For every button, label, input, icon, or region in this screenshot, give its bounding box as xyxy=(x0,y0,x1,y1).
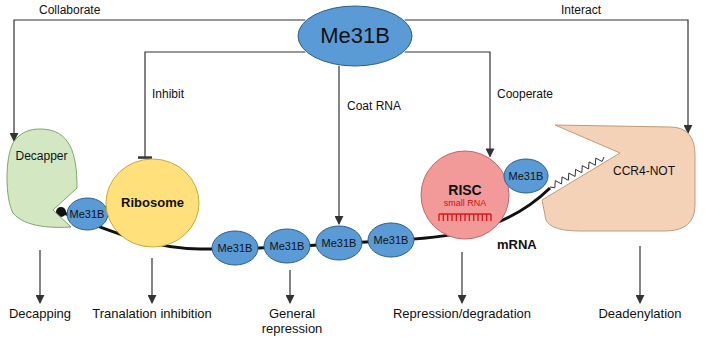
edge-label: Interact xyxy=(560,4,602,18)
node-label: Me31B xyxy=(374,234,409,247)
protein-blob: Me31B xyxy=(263,228,311,264)
relation-arrow xyxy=(405,52,490,157)
relation-arrow xyxy=(338,66,339,224)
node-label: CCR4-NOT xyxy=(613,165,675,179)
strand-label: mRNA xyxy=(497,238,537,253)
relation-arrow xyxy=(145,52,305,158)
protein-blob: Me31B xyxy=(315,225,363,261)
protein-blob: Me31B xyxy=(66,197,109,231)
edge-label: Cooperate xyxy=(496,88,554,102)
relation-arrow xyxy=(405,20,688,133)
node-label: Me31B xyxy=(70,208,105,221)
outcome-label: Tranalation inhibition xyxy=(92,307,211,322)
outcome-label: Decapping xyxy=(9,307,71,322)
node-label: Me31B xyxy=(320,23,390,48)
node-label: Me31B xyxy=(509,170,544,183)
outcome-arrow xyxy=(151,258,152,303)
edge-label: Collaborate xyxy=(38,4,101,18)
relation-arrow xyxy=(14,20,305,141)
edge-label: Coat RNA xyxy=(346,100,402,114)
outcome-label: Deadenylation xyxy=(598,307,681,322)
risc-complex: RISCsmall RNA xyxy=(420,150,510,240)
node-label: RISC xyxy=(448,182,481,198)
outcome-label: Repression/degradation xyxy=(393,307,531,322)
outcome-arrow xyxy=(461,252,462,303)
outcome-arrow xyxy=(289,270,290,303)
node-label: Me31B xyxy=(270,240,305,253)
outcome-arrow xyxy=(39,250,40,303)
edge-label: Inhibit xyxy=(151,88,185,102)
node-label: Decapper xyxy=(15,150,67,164)
outcome-label: General repression xyxy=(251,307,333,337)
protein-blob: Me31B xyxy=(503,158,549,194)
protein-blob: Me31B xyxy=(297,5,413,67)
node-sublabel: small RNA xyxy=(444,198,487,208)
protein-blob: Me31B xyxy=(211,230,259,266)
node-label: Me31B xyxy=(322,237,357,250)
ccr4-not-complex-outline xyxy=(540,125,698,233)
outcome-arrow xyxy=(639,246,640,303)
ccr4-not-complex: CCR4-NOT xyxy=(540,125,698,233)
protein-blob: Me31B xyxy=(367,222,415,258)
node-label: Ribosome xyxy=(121,196,184,211)
node-label: Me31B xyxy=(218,242,253,255)
ribosome: Ribosome xyxy=(105,158,200,248)
